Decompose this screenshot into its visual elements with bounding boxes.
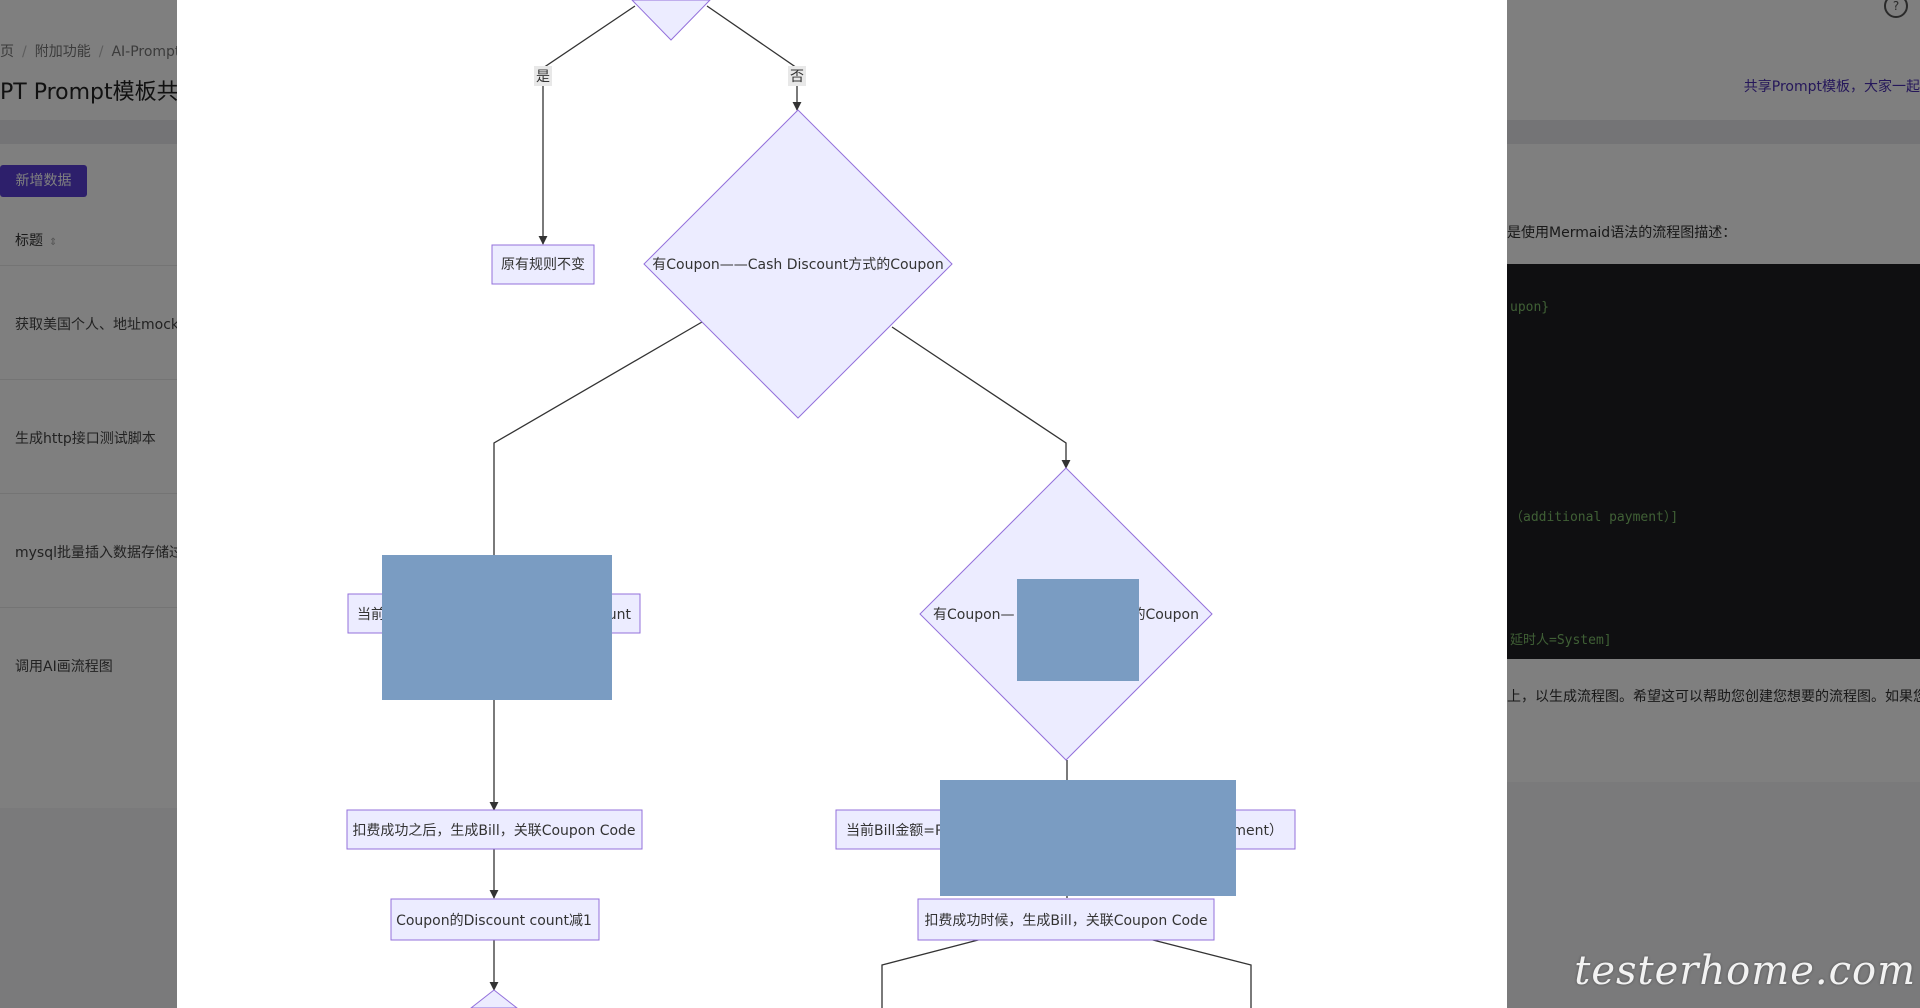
edge: [891, 326, 1071, 469]
edge-yes: [538, 5, 636, 245]
node-labels: 原有规则不变 有Coupon——Cash Discount方式的Coupon 当…: [352, 257, 1283, 929]
redaction-block: [382, 555, 612, 700]
process-node: [390, 898, 600, 941]
edge: [493, 321, 703, 555]
edge: [1148, 938, 1252, 1008]
node-right-decision-suffix: 的Coupon: [1131, 607, 1199, 623]
edge-labels: 是 否: [534, 66, 806, 86]
node-left-bill: 扣费成功之后，生成Bill，关联Coupon Code: [352, 823, 635, 839]
redactions: [382, 555, 1236, 896]
node-right-amount-suffix: yment）: [1224, 823, 1283, 839]
watermark: testerhome.com: [1574, 948, 1916, 994]
edge-label-yes: 是: [536, 69, 550, 85]
process-node: [917, 898, 1215, 941]
node-right-amount-prefix: 当前Bill金额=P: [846, 822, 943, 839]
flowchart: 是 否 原有规则不变 有Coupon——Cash Discount方式的Coup…: [346, 0, 1296, 1008]
edge: [881, 938, 983, 1008]
node-right-decision-prefix: 有Coupon—: [933, 607, 1015, 623]
node-keep-rule: 原有规则不变: [501, 257, 585, 273]
node-left-label-prefix: 当前: [357, 606, 385, 623]
node-left-label-suffix: unt: [608, 607, 632, 623]
flowchart-modal: 是 否 原有规则不变 有Coupon——Cash Discount方式的Coup…: [177, 0, 1507, 1008]
process-node: [491, 244, 595, 285]
decision-node-top: [631, 0, 711, 41]
edge-no: [706, 5, 802, 111]
process-node: [346, 809, 643, 850]
redaction-block: [940, 780, 1236, 896]
decision-node: [643, 109, 953, 419]
decision-node-bottom: [470, 989, 518, 1008]
redaction-block: [1017, 579, 1139, 681]
node-cash-discount-decision: 有Coupon——Cash Discount方式的Coupon: [652, 257, 944, 273]
node-coupon-count: Coupon的Discount count减1: [396, 913, 592, 929]
node-right-bill: 扣费成功时候，生成Bill，关联Coupon Code: [924, 913, 1207, 929]
edge-label-no: 否: [790, 69, 804, 85]
